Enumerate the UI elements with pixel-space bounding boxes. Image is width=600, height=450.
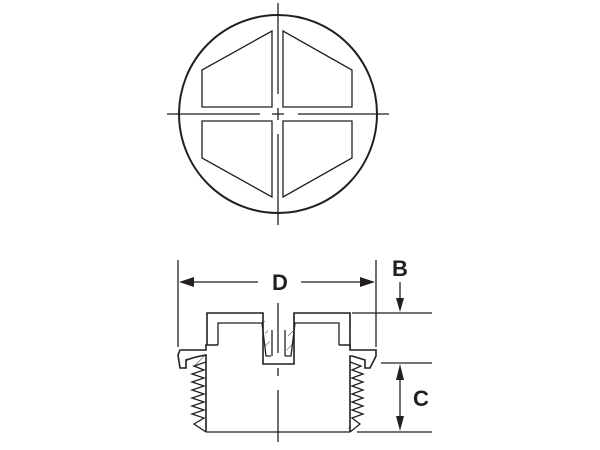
- dimension-label-C: C: [413, 386, 429, 411]
- dimension-C: C: [357, 362, 432, 433]
- rib-segment-bottom-right: [282, 120, 353, 199]
- top-view: [167, 3, 389, 225]
- centerlines: [167, 3, 389, 225]
- cap-outer-outline: [206, 312, 351, 365]
- right-flange: [339, 344, 377, 432]
- thread-left: [189, 361, 207, 433]
- left-flange: [177, 344, 218, 432]
- dimension-label-D: D: [272, 270, 288, 295]
- section-view: [177, 303, 377, 442]
- rib-segment-top-left: [201, 29, 273, 108]
- rib-segment-bottom-left: [201, 120, 273, 199]
- dimension-label-B: B: [392, 256, 408, 281]
- rib-segment-top-right: [282, 29, 353, 108]
- dimension-D: D: [177, 260, 377, 347]
- thread-right: [349, 361, 365, 433]
- dimension-B: B: [352, 256, 432, 314]
